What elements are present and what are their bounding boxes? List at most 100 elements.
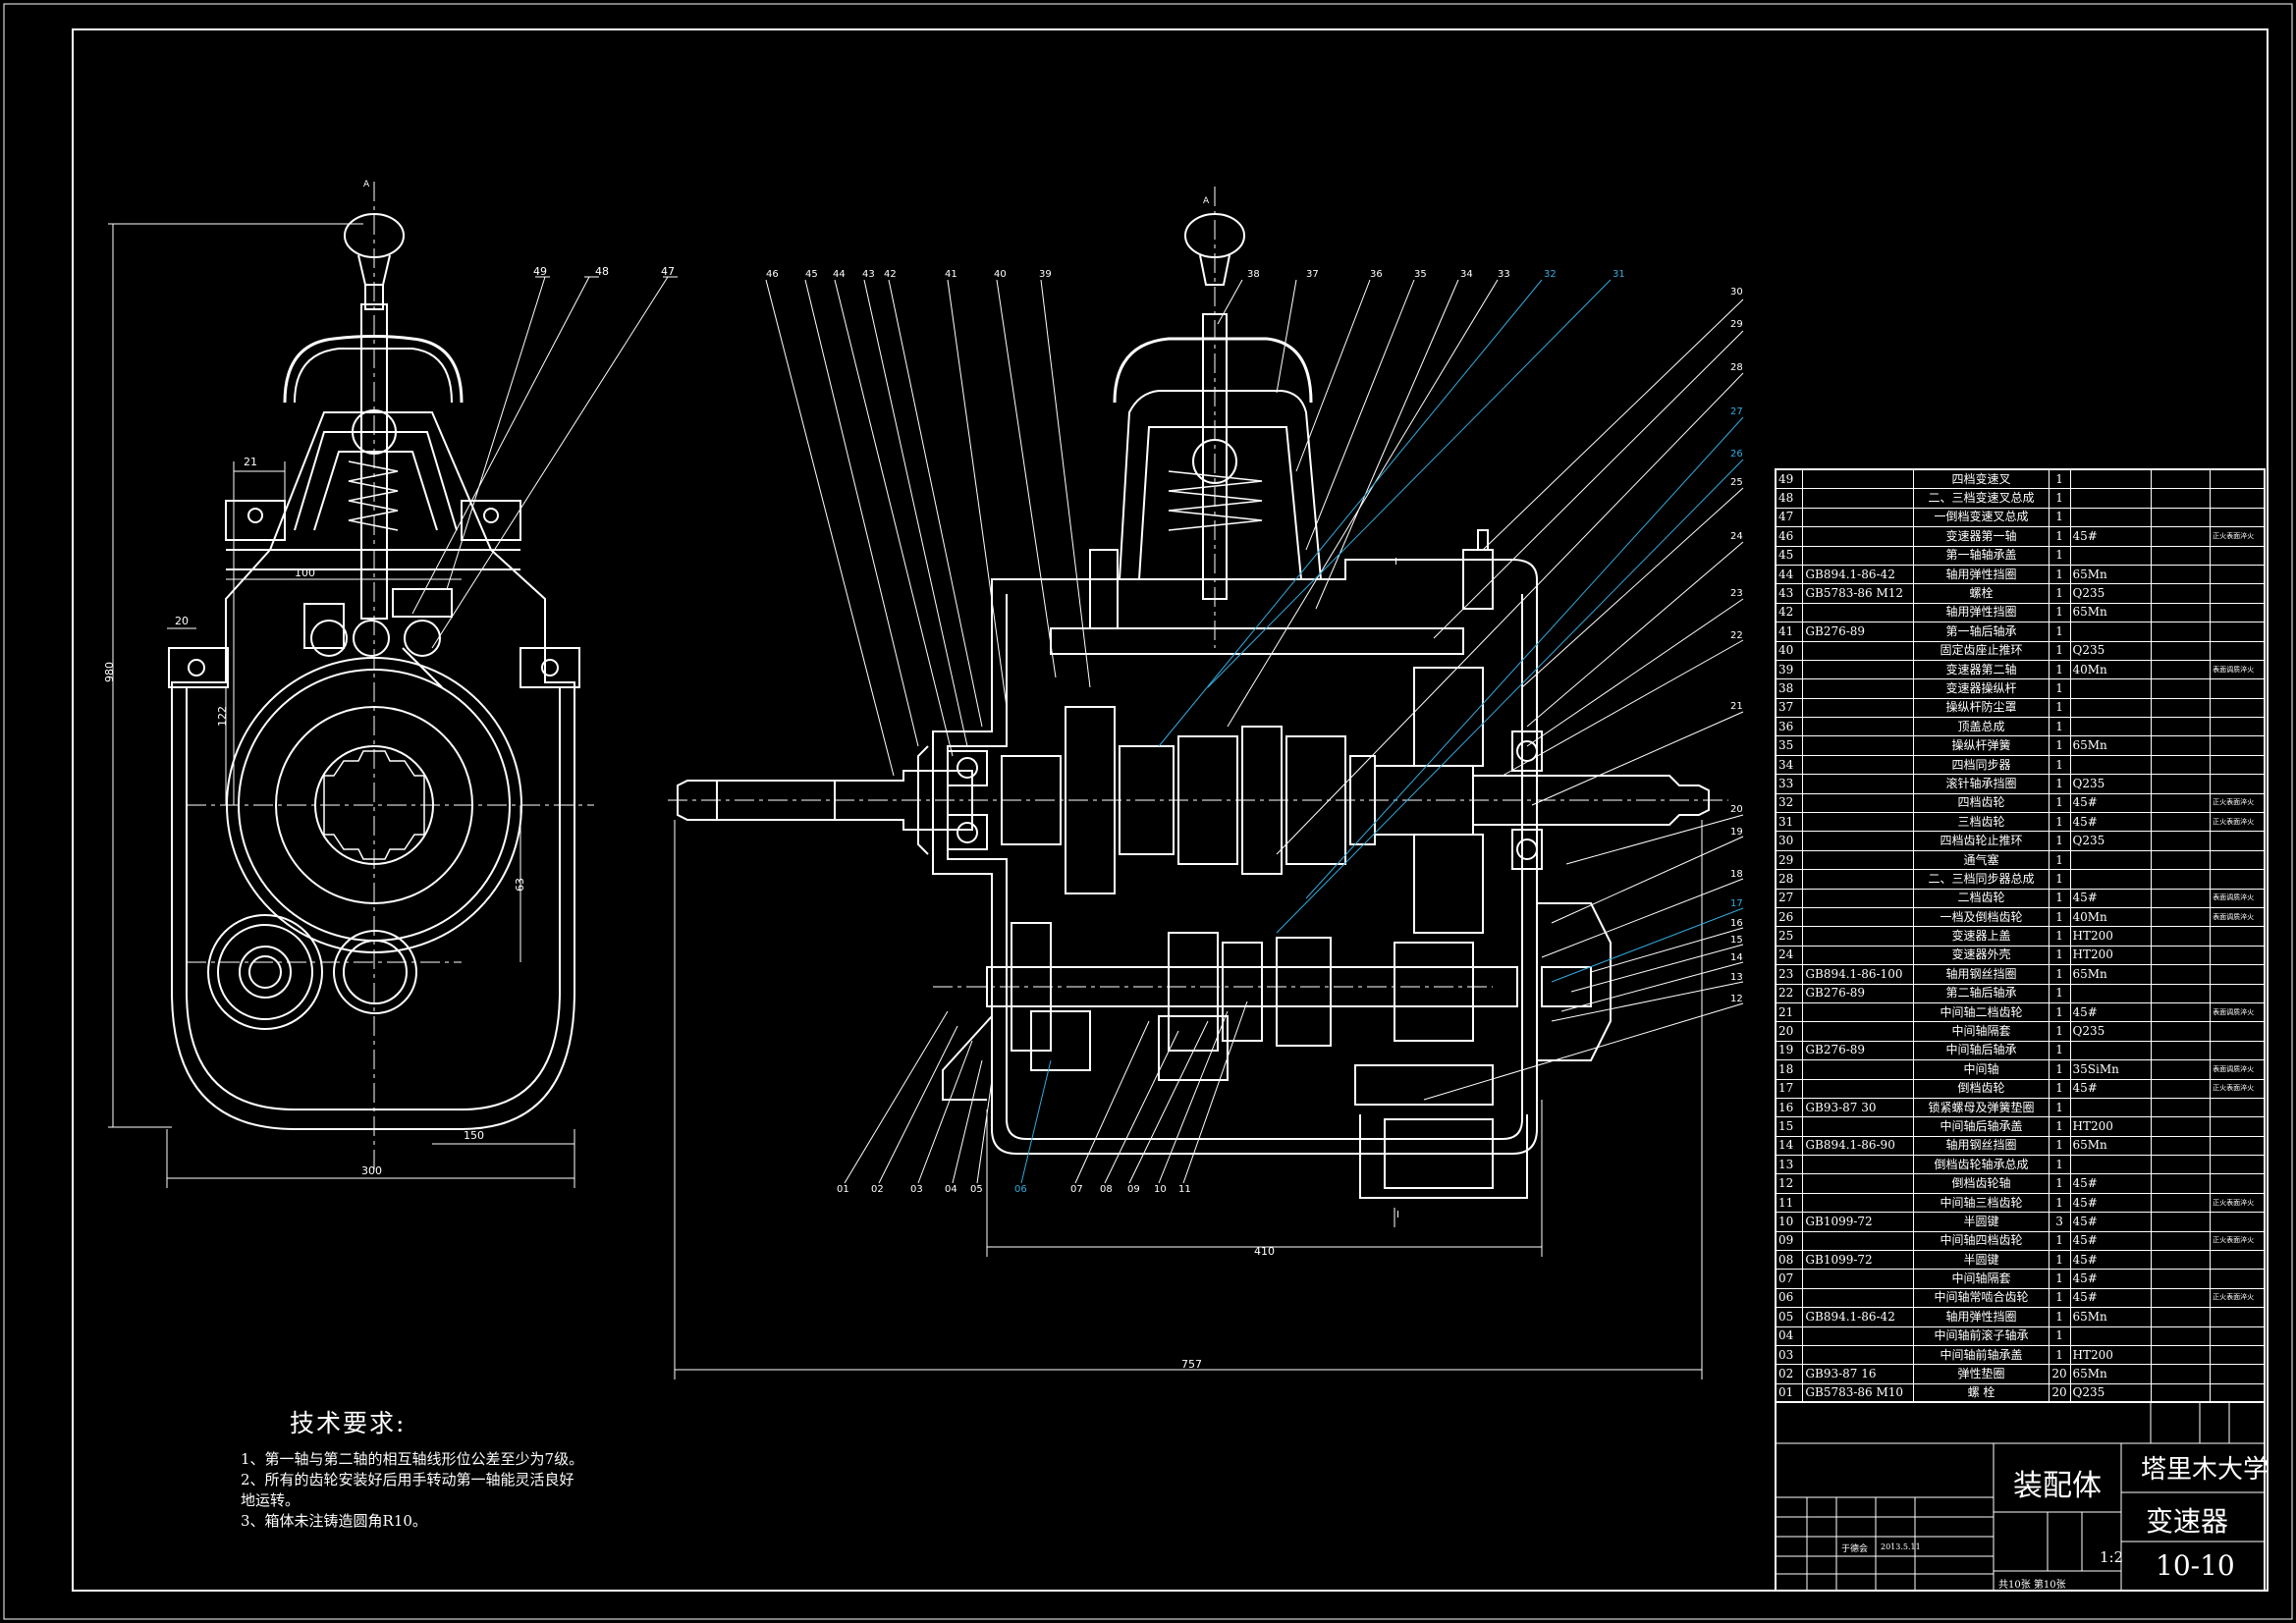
parts-cell-name: 螺 栓 [1913, 1382, 2050, 1404]
parts-cell-material: 45# [2069, 1250, 2152, 1271]
parts-cell-no: 09 [1775, 1230, 1804, 1252]
parts-cell-code: GB276-89 [1802, 1040, 1915, 1061]
parts-cell-note [2210, 1307, 2265, 1327]
part-label-13: 13 [1730, 972, 1743, 983]
parts-cell-blank [2150, 602, 2212, 623]
end-view [168, 182, 594, 1173]
parts-cell-name: 操纵杆防尘罩 [1913, 697, 2050, 719]
parts-cell-qty: 1 [2048, 812, 2071, 833]
parts-cell-blank [2150, 526, 2212, 547]
parts-cell-qty: 1 [2048, 1192, 2071, 1214]
dim-410: 410 [1254, 1245, 1275, 1258]
parts-cell-code [1802, 526, 1915, 547]
dim-300: 300 [361, 1164, 382, 1177]
parts-cell-note [2210, 1325, 2265, 1346]
assembly-label: 装配体 [2013, 1469, 2102, 1503]
parts-cell-material: 40Mn [2069, 906, 2152, 928]
part-label-02: 02 [871, 1184, 884, 1195]
parts-cell-material: Q235 [2069, 774, 2152, 794]
parts-cell-code [1802, 812, 1915, 833]
parts-cell-qty: 1 [2048, 945, 2071, 966]
parts-cell-note [2210, 545, 2265, 566]
parts-cell-no: 38 [1775, 678, 1804, 699]
parts-cell-note [2210, 1344, 2265, 1366]
parts-cell-no: 01 [1775, 1382, 1804, 1404]
part-label-23: 23 [1730, 588, 1743, 599]
parts-cell-qty: 1 [2048, 622, 2071, 642]
parts-cell-blank [2150, 849, 2212, 871]
parts-cell-blank [2150, 754, 2212, 776]
parts-cell-code [1802, 888, 1915, 908]
parts-cell-note [2210, 754, 2265, 776]
parts-cell-code [1802, 1325, 1915, 1346]
parts-cell-blank [2150, 1021, 2212, 1042]
parts-cell-blank [2150, 1364, 2212, 1384]
drawing-name: 变速器 [2146, 1505, 2229, 1538]
parts-cell-code: GB5783-86 M12 [1802, 583, 1915, 604]
parts-cell-name: 中间轴前轴承盖 [1913, 1344, 2050, 1366]
outer-border [3, 3, 2293, 1620]
parts-cell-code: GB5783-86 M10 [1802, 1382, 1915, 1404]
parts-cell-material: 45# [2069, 1173, 2152, 1194]
parts-cell-no: 23 [1775, 964, 1804, 985]
parts-cell-qty: 1 [2048, 1059, 2071, 1080]
parts-cell-qty: 1 [2048, 1325, 2071, 1346]
part-label-44: 44 [833, 269, 846, 280]
parts-cell-code [1802, 1116, 1915, 1137]
parts-cell-blank [2150, 564, 2212, 585]
tech-item: 3、箱体未注铸造圆角R10。 [241, 1512, 427, 1530]
dim-100: 100 [295, 567, 315, 579]
parts-cell-qty: 1 [2048, 488, 2071, 509]
parts-cell-note: 表面调质淬火 [2210, 888, 2265, 908]
parts-cell-qty: 1 [2048, 640, 2071, 661]
parts-cell-material [2069, 678, 2152, 699]
parts-cell-blank [2150, 678, 2212, 699]
part-label-39: 39 [1039, 269, 1052, 280]
parts-cell-name: 第一轴后轴承 [1913, 622, 2050, 642]
parts-cell-no: 30 [1775, 831, 1804, 851]
parts-cell-note: 正火表面淬火 [2210, 1192, 2265, 1214]
parts-cell-note [2210, 1040, 2265, 1061]
parts-cell-name: 轴用钢丝挡圈 [1913, 1135, 2050, 1157]
parts-cell-material: 45# [2069, 812, 2152, 833]
parts-cell-no: 40 [1775, 640, 1804, 661]
parts-cell-name: 操纵杆弹簧 [1913, 735, 2050, 756]
section-view-leaders [765, 279, 1744, 1184]
parts-cell-code [1802, 717, 1915, 737]
part-label-26: 26 [1730, 449, 1743, 460]
parts-cell-code [1802, 1269, 1915, 1289]
parts-cell-no: 17 [1775, 1078, 1804, 1099]
drawing-number: 10-10 [2156, 1549, 2235, 1582]
parts-cell-blank [2150, 1001, 2212, 1023]
part-label-06: 06 [1014, 1184, 1027, 1195]
parts-cell-code [1802, 1059, 1915, 1080]
parts-cell-no: 43 [1775, 583, 1804, 604]
parts-cell-name: 三档齿轮 [1913, 812, 2050, 833]
parts-cell-name: 弹性垫圈 [1913, 1364, 2050, 1384]
parts-cell-no: 46 [1775, 526, 1804, 547]
parts-cell-code [1802, 659, 1915, 680]
parts-cell-material: 45# [2069, 1269, 2152, 1289]
parts-cell-code: GB894.1-86-90 [1802, 1135, 1915, 1157]
parts-cell-note [2210, 640, 2265, 661]
parts-cell-name: 中间轴隔套 [1913, 1269, 2050, 1289]
parts-cell-note: 表面调质淬火 [2210, 1001, 2265, 1023]
parts-cell-name: 倒档齿轮轴 [1913, 1173, 2050, 1194]
parts-cell-name: 一档及倒档齿轮 [1913, 906, 2050, 928]
part-label-36: 36 [1370, 269, 1383, 280]
parts-cell-no: 31 [1775, 812, 1804, 833]
parts-cell-note [2210, 488, 2265, 509]
part-label-32: 32 [1544, 269, 1557, 280]
parts-cell-qty: 1 [2048, 869, 2071, 890]
parts-cell-code: GB93-87 30 [1802, 1097, 1915, 1118]
dim-150: 150 [464, 1129, 484, 1142]
part-label-20: 20 [1730, 804, 1743, 815]
parts-cell-code [1802, 831, 1915, 851]
parts-cell-name: 变速器上盖 [1913, 926, 2050, 947]
part-label-08: 08 [1100, 1184, 1113, 1195]
parts-cell-blank [2150, 1307, 2212, 1327]
